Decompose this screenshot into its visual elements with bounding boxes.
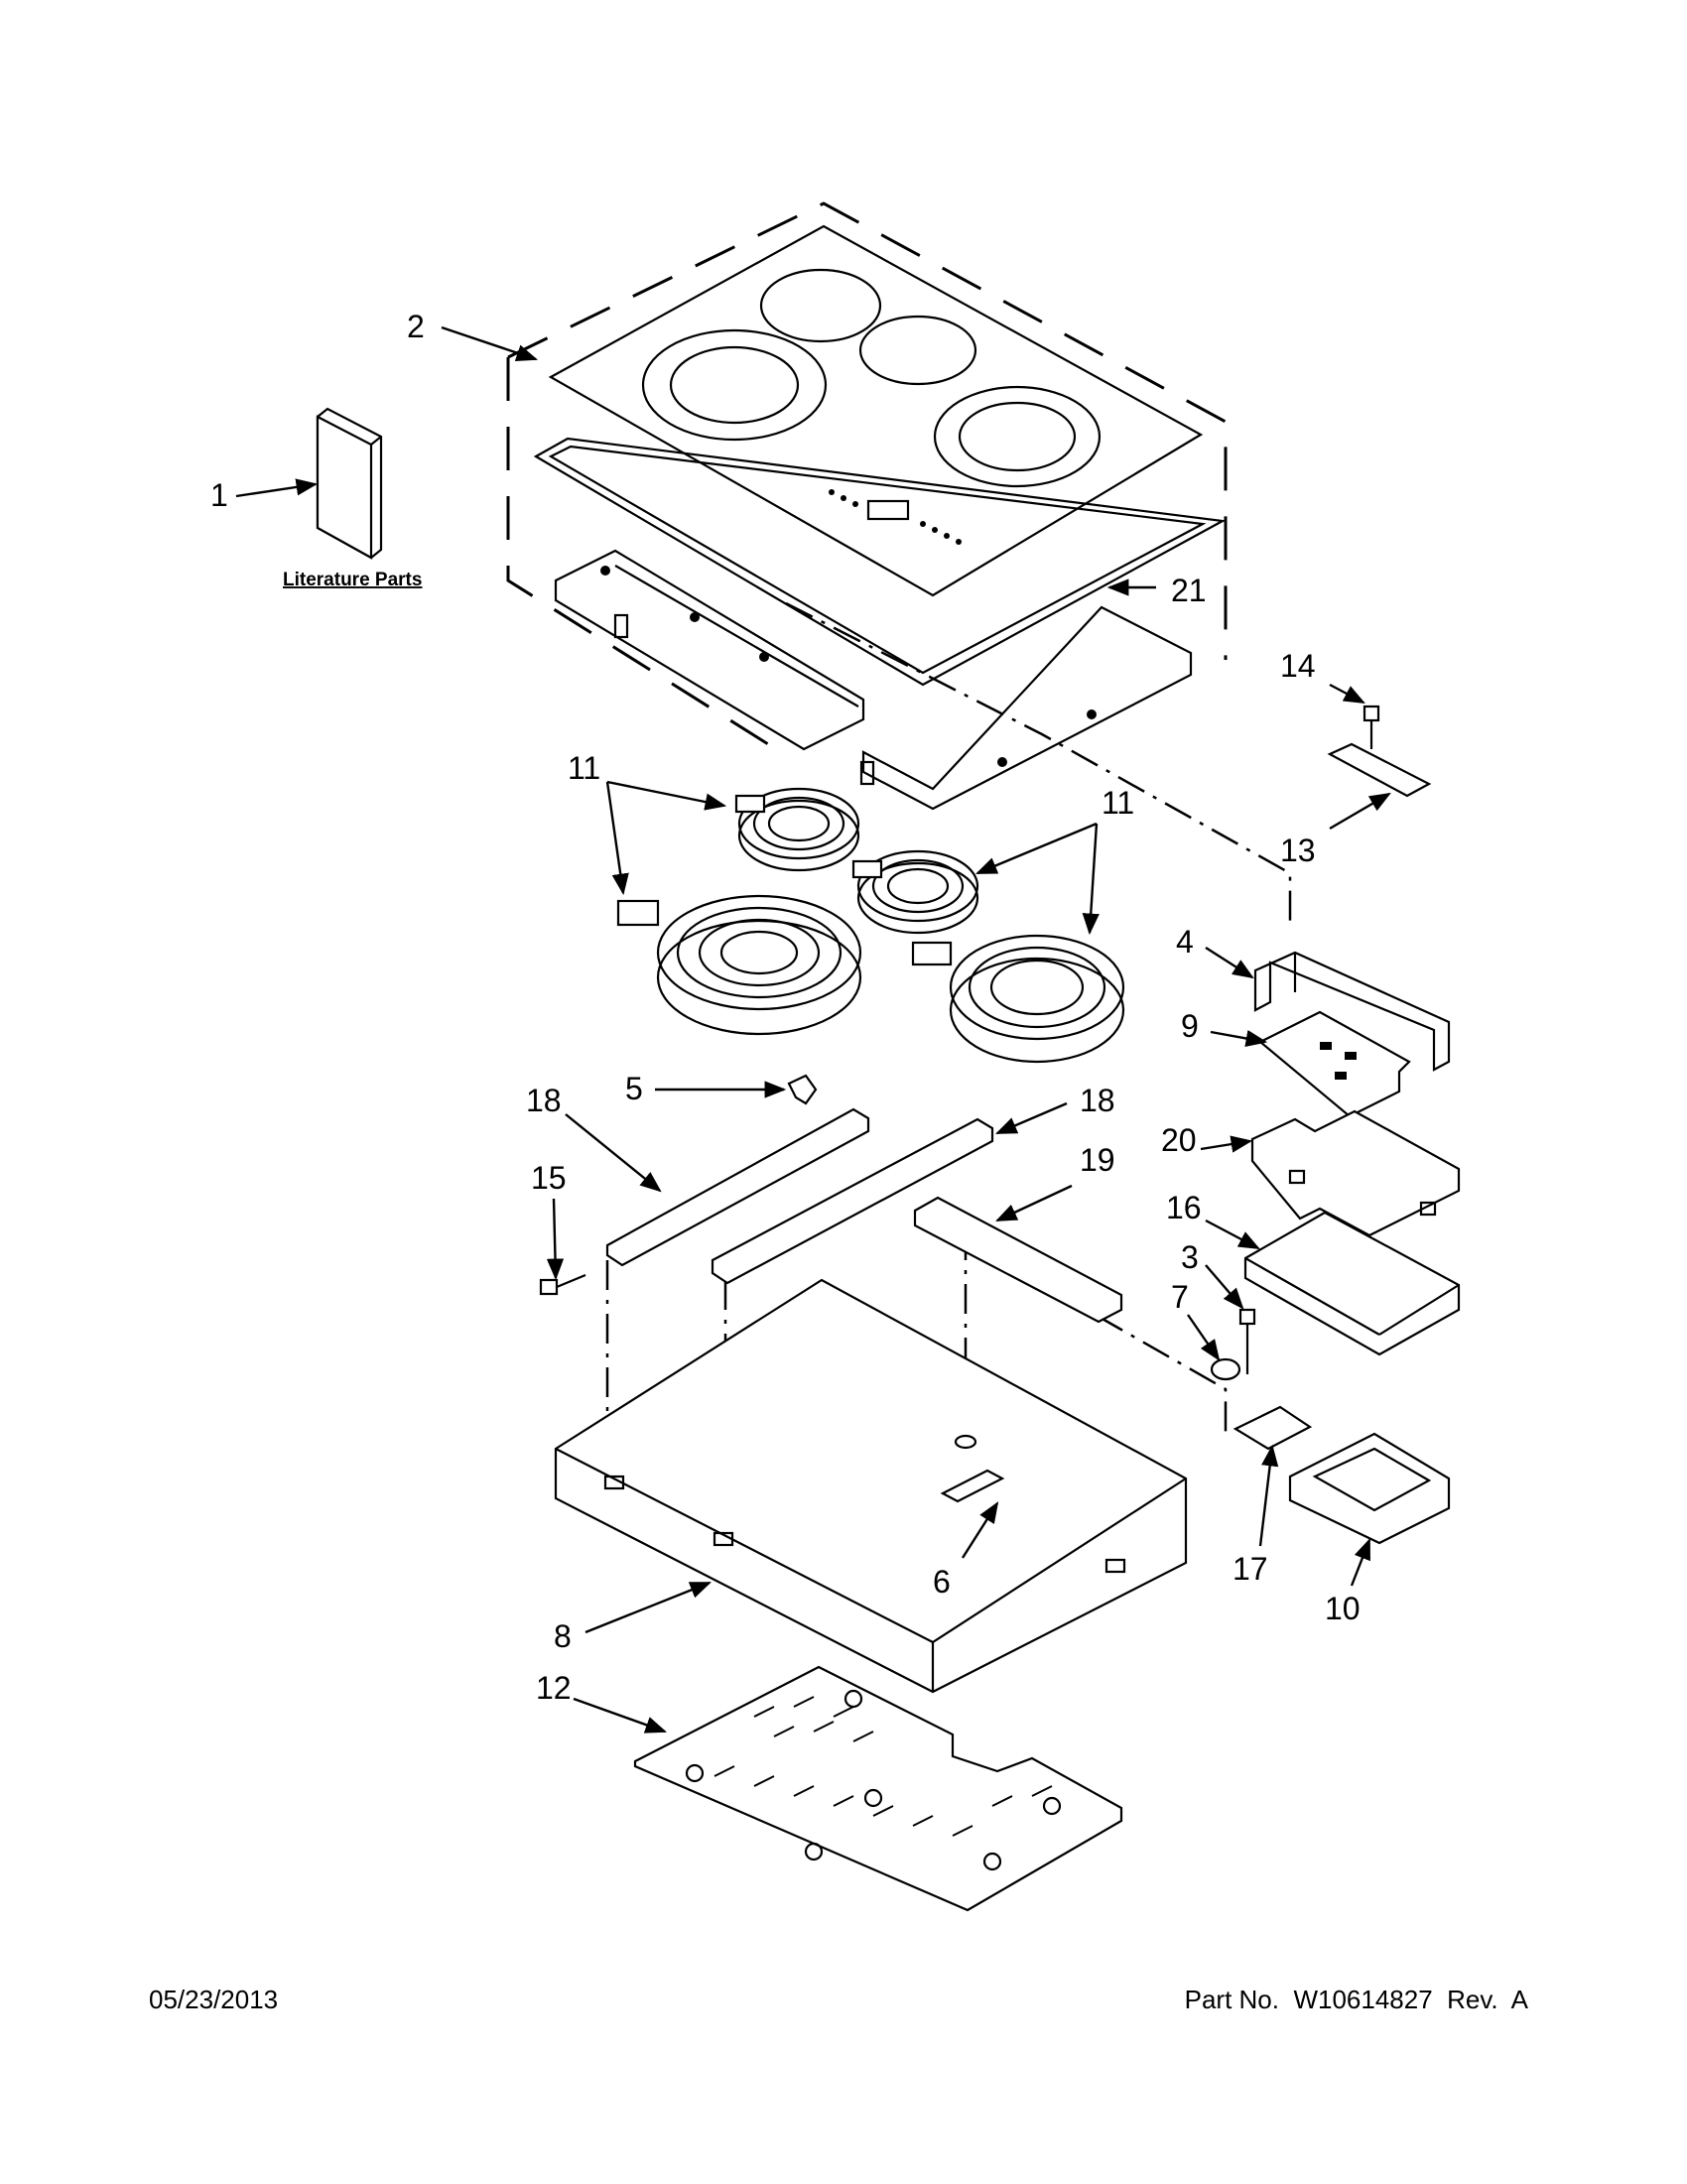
element-clip (787, 1074, 818, 1105)
callout-6: 6 (933, 1564, 951, 1600)
callout-3: 3 (1181, 1239, 1199, 1275)
glass-cooktop (548, 224, 1204, 597)
literature-booklet (316, 407, 383, 560)
callout-14: 14 (1280, 648, 1316, 684)
footer-part-number: Part No. W10614827 Rev. A (1184, 1985, 1528, 2014)
sensor-7 (1210, 1357, 1241, 1381)
cooktop-assembly-outline (506, 201, 1228, 756)
screw-15 (539, 1273, 586, 1296)
cover-16 (1243, 1211, 1461, 1356)
cooktop-frame (554, 549, 1193, 811)
bar-19 (913, 1196, 1123, 1324)
callout-2: 2 (407, 309, 425, 344)
mounting-plate-20 (1250, 1109, 1461, 1237)
surface-element-small-top (734, 787, 860, 872)
callout-18-right: 18 (1080, 1083, 1115, 1118)
bottom-vent-plate (633, 1665, 1123, 1912)
alignment-line-upper (785, 601, 1292, 928)
literature-parts-caption: Literature Parts (283, 570, 422, 590)
surface-element-large-left (616, 894, 862, 1036)
screw-14 (1363, 705, 1380, 749)
callout-4: 4 (1176, 924, 1194, 960)
support-rail-18-left (605, 1107, 870, 1267)
callout-9: 9 (1181, 1008, 1199, 1044)
bracket-13 (1327, 742, 1432, 798)
callout-15: 15 (531, 1160, 567, 1196)
callout-11-right: 11 (1102, 785, 1134, 821)
callout-13: 13 (1280, 833, 1316, 868)
callout-16: 16 (1166, 1190, 1202, 1225)
board-17 (1233, 1405, 1313, 1451)
leader-arrows (235, 325, 1391, 1734)
callout-7: 7 (1171, 1279, 1189, 1315)
callout-18-left: 18 (526, 1083, 562, 1118)
callout-10: 10 (1325, 1591, 1361, 1626)
control-board (1258, 1010, 1411, 1118)
terminal-strip-6 (940, 1469, 1005, 1503)
control-panel-glyphs (829, 489, 962, 545)
callout-20: 20 (1161, 1122, 1197, 1158)
base-enclosure (554, 1278, 1188, 1694)
support-rail-18-right (711, 1117, 994, 1285)
callout-11-left: 11 (568, 750, 600, 786)
callout-8: 8 (554, 1618, 572, 1654)
surface-element-small-mid (851, 849, 979, 935)
callout-1: 1 (210, 477, 228, 513)
callout-5: 5 (625, 1071, 643, 1106)
callout-12: 12 (536, 1670, 572, 1706)
control-shield (1253, 951, 1451, 1072)
surface-element-large-right (911, 934, 1125, 1064)
terminal-block-3 (1238, 1308, 1256, 1374)
tray-10 (1288, 1432, 1451, 1545)
callout-21: 21 (1171, 573, 1207, 608)
footer-date: 05/23/2013 (149, 1985, 279, 2014)
callout-17: 17 (1233, 1551, 1268, 1587)
callout-19: 19 (1080, 1142, 1115, 1178)
